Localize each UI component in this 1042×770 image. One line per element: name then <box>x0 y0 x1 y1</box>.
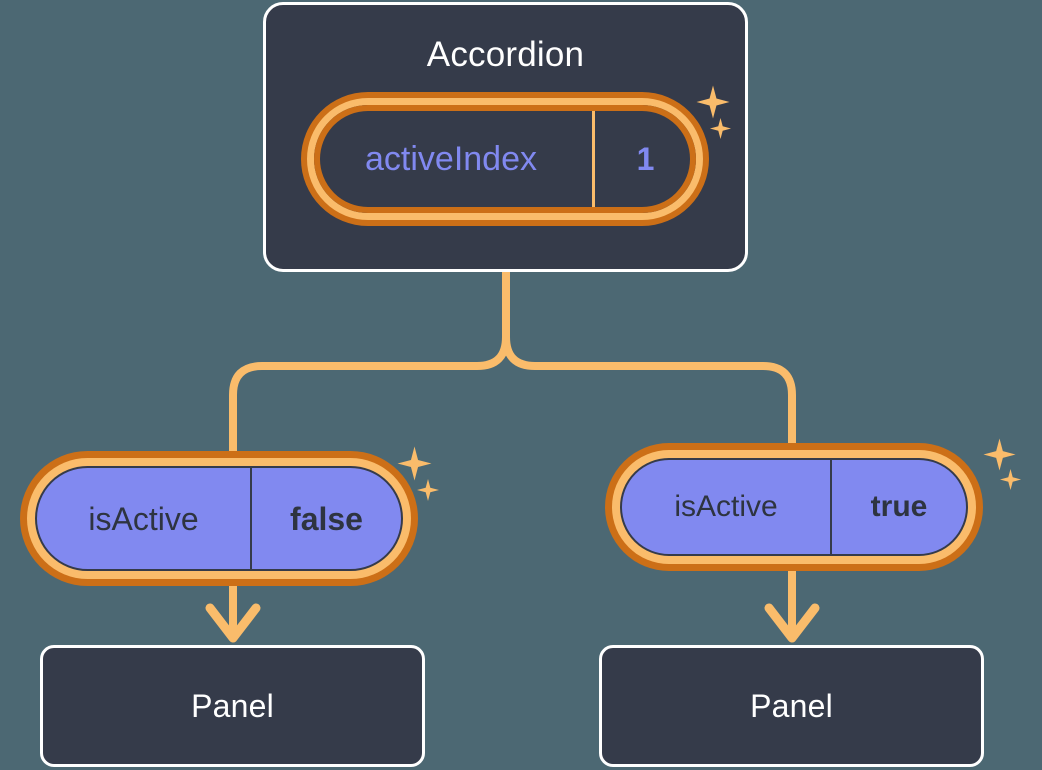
arrowhead-right-panel <box>764 603 820 643</box>
state-value-isactive-left: false <box>250 468 401 569</box>
sparkle-icon-small <box>417 479 439 501</box>
state-value-isactive-right: true <box>830 460 966 554</box>
state-key-isactive-right: isActive <box>674 490 778 523</box>
wire-root-to-right-branch <box>502 333 796 466</box>
state-pill-isactive-right[interactable]: isActive true <box>620 458 968 556</box>
state-key-isactive-left: isActive <box>88 500 199 537</box>
component-title-accordion: Accordion <box>426 35 585 74</box>
component-title-panel-right: Panel <box>750 687 833 724</box>
sparkle-icon <box>696 85 730 119</box>
component-title-panel-left: Panel <box>191 687 274 724</box>
sparkle-icon <box>983 438 1016 471</box>
state-value-activeindex: 1 <box>592 105 696 213</box>
sparkle-icon-small <box>999 468 1022 491</box>
state-pill-isactive-left[interactable]: isActive false <box>35 466 403 571</box>
component-card-panel-left[interactable]: Panel <box>40 645 425 767</box>
arrowhead-left-panel <box>205 603 261 643</box>
wire-root-split <box>229 268 510 474</box>
state-pill-activeindex[interactable]: activeIndex 1 <box>307 98 703 220</box>
sparkle-icon-small <box>709 117 732 140</box>
sparkle-icon <box>397 446 432 481</box>
component-card-panel-right[interactable]: Panel <box>599 645 984 767</box>
state-key-activeindex: activeIndex <box>365 140 537 178</box>
